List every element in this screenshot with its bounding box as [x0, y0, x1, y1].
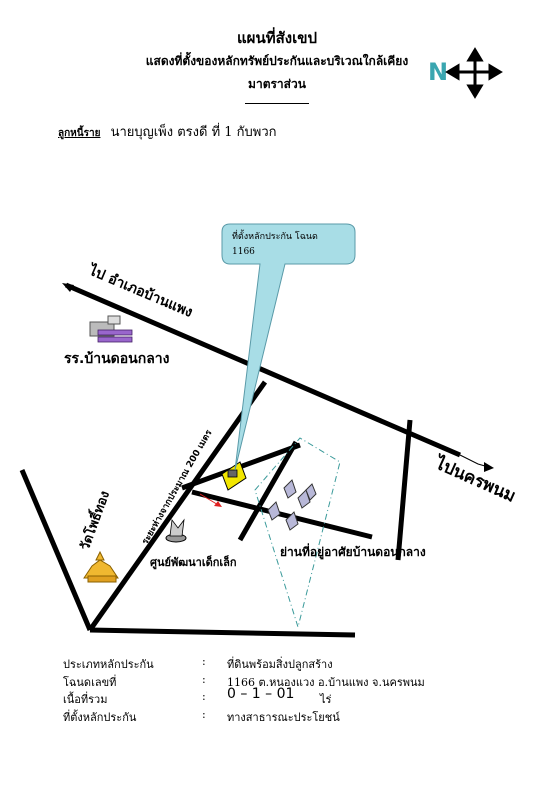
road-east	[395, 419, 413, 561]
north-letter: N	[428, 58, 449, 86]
info-value-1: 1166 ต.หนองแวง อ.บ้านแพง จ.นครพนม	[227, 676, 425, 689]
debtor-line: ลูกหนี้ราย นายบุญเพ็ง ตรงดี ที่ 1 กับพวก	[58, 121, 277, 142]
child-center-icon	[165, 518, 187, 543]
house-icons	[267, 479, 317, 531]
road-bottom	[89, 627, 356, 638]
info-label-3: ที่ตั้งหลักประกัน	[63, 711, 137, 724]
collateral-marker	[221, 461, 247, 491]
map-title: แผนที่สังเขป	[237, 29, 317, 47]
road-lane	[237, 440, 299, 542]
callout-balloon	[221, 223, 356, 471]
school-label: รร.บ้านดอนกลาง	[64, 351, 170, 367]
scale-line	[245, 103, 309, 104]
village-label: ย่านที่อยู่อาศัยบ้านดอนกลาง	[280, 545, 426, 559]
info-label-0: ประเภทหลักประกัน	[63, 658, 154, 671]
info-colon-2: :	[202, 690, 206, 703]
distance-arrowhead	[214, 501, 222, 507]
info-colon-3: :	[202, 708, 206, 721]
callout-text-2: 1166	[232, 247, 255, 257]
callout-text-1: ที่ตั้งหลักประกัน โฉนด	[232, 232, 318, 242]
school-icon	[89, 315, 133, 343]
info-value-2: 0 – 1 – 01	[227, 686, 295, 702]
info-value-3: ทางสาธารณะประโยชน์	[227, 711, 340, 724]
scale-label: มาตราส่วน	[248, 77, 306, 91]
info-label-1: โฉนดเลขที่	[63, 676, 117, 689]
road-cross	[191, 489, 373, 540]
road-arrow-left	[62, 283, 74, 292]
child-center-label: ศูนย์พัฒนาเด็กเล็ก	[150, 556, 237, 569]
road-arrow-right	[484, 462, 494, 472]
info-colon-0: :	[202, 655, 206, 668]
main-road	[65, 282, 461, 458]
map-subtitle: แสดงที่ตั้งของหลักทรัพย์ประกันและบริเวณใ…	[145, 54, 409, 68]
road-diagonal	[87, 380, 268, 632]
temple-icon	[83, 550, 119, 583]
road-west	[19, 469, 93, 631]
info-colon-1: :	[202, 673, 206, 686]
debtor-name: นายบุญเพ็ง ตรงดี ที่ 1 กับพวก	[110, 125, 277, 140]
village-zone	[254, 437, 341, 629]
info-value-0: ที่ดินพร้อมสิ่งปลูกสร้าง	[227, 658, 333, 671]
debtor-label: ลูกหนี้ราย	[58, 128, 101, 139]
info-label-2: เนื้อที่รวม	[63, 693, 108, 706]
info-unit-2: ไร่	[320, 693, 332, 706]
